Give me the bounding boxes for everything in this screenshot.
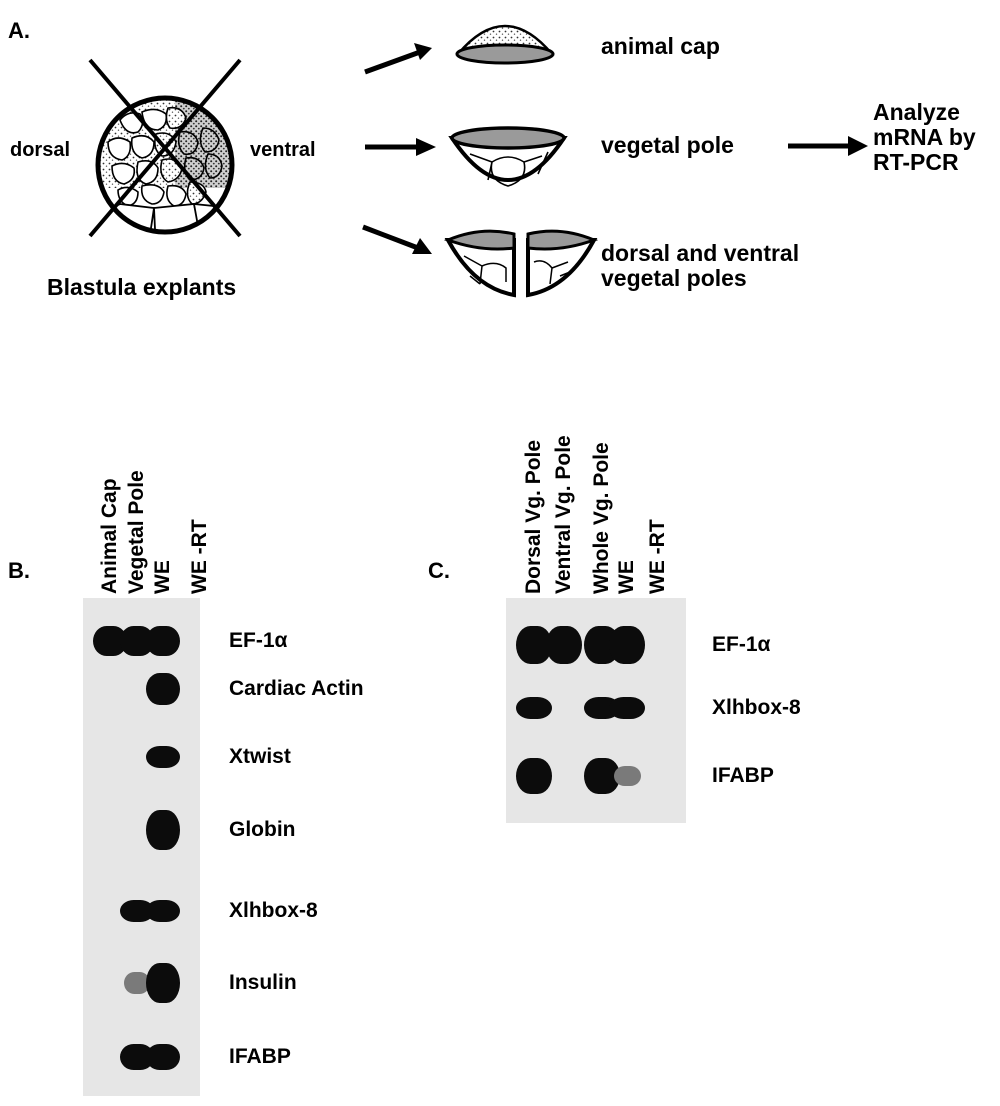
- b-gene-label-insulin: Insulin: [229, 971, 297, 994]
- arrow-to-dv-vegetal-poles: [362, 224, 432, 254]
- panel-c-letter: C.: [428, 558, 450, 583]
- vegetal-pole-label: vegetal pole: [601, 132, 734, 158]
- panel-a-letter: A.: [8, 18, 30, 43]
- b-lane-label-animal-cap: Animal Cap: [98, 478, 121, 594]
- c-lane-label-we-rt: WE -RT: [646, 519, 669, 594]
- c-band-ef-1-lane-2: [546, 626, 582, 664]
- c-lane-label-whole-vg-pole: Whole Vg. Pole: [590, 442, 613, 594]
- b-band-xlhbox-8-lane-3: [146, 900, 180, 922]
- c-gene-label-xlhbox-8: Xlhbox-8: [712, 696, 801, 719]
- ventral-vegetal-half-explant: [526, 229, 599, 298]
- b-band-ifabp-lane-3: [146, 1044, 180, 1070]
- c-gene-label-ef-1: EF-1α: [712, 633, 771, 656]
- b-gene-label-ifabp: IFABP: [229, 1045, 291, 1068]
- blastula-embryo: [88, 58, 242, 238]
- c-gene-label-ifabp: IFABP: [712, 764, 774, 787]
- c-lane-label-ventral-vg-pole: Ventral Vg. Pole: [552, 435, 575, 594]
- arrow-to-analysis: [788, 136, 868, 156]
- b-band-xlhbox-8-lane-2: [120, 900, 154, 922]
- blastula-caption: Blastula explants: [47, 274, 237, 300]
- b-lane-label-vegetal-pole: Vegetal Pole: [125, 470, 148, 594]
- c-band-xlhbox-8-lane-4: [609, 697, 645, 719]
- dorsal-vegetal-half-explant: [443, 229, 516, 298]
- dv-vegetal-label-line2: vegetal poles: [601, 265, 747, 291]
- b-gene-label-xlhbox-8: Xlhbox-8: [229, 899, 318, 922]
- b-gene-label-ef-1: EF-1α: [229, 629, 288, 652]
- b-band-ef-1-lane-3: [146, 626, 180, 656]
- vegetal-pole-explant: [448, 126, 568, 187]
- b-gene-label-cardiac-actin: Cardiac Actin: [229, 677, 364, 700]
- c-band-ef-1-lane-4: [609, 626, 645, 664]
- ventral-label: ventral: [250, 139, 316, 161]
- animal-cap-label: animal cap: [601, 33, 720, 59]
- c-band-xlhbox-8-lane-1: [516, 697, 552, 719]
- b-band-insulin-lane-2: [124, 972, 150, 994]
- b-band-cardiac-actin-lane-3: [146, 673, 180, 705]
- b-gene-label-xtwist: Xtwist: [229, 745, 291, 768]
- c-lane-label-we: WE: [615, 560, 638, 594]
- b-band-globin-lane-3: [146, 810, 180, 850]
- dv-vegetal-label-line1: dorsal and ventral: [601, 240, 800, 266]
- c-band-ifabp-lane-4: [613, 766, 641, 786]
- panel-b-letter: B.: [8, 558, 30, 583]
- analyze-line1: Analyze: [873, 99, 960, 125]
- b-lane-label-we-rt: WE -RT: [188, 519, 211, 594]
- b-band-xtwist-lane-3: [146, 746, 180, 768]
- analyze-line3: RT-PCR: [873, 149, 959, 175]
- b-lane-label-we: WE: [151, 560, 174, 594]
- c-band-ifabp-lane-1: [516, 758, 552, 794]
- panel-a-diagram: [88, 24, 868, 298]
- analyze-line2: mRNA by: [873, 124, 976, 150]
- arrow-to-vegetal-pole: [365, 138, 436, 156]
- c-lane-label-dorsal-vg-pole: Dorsal Vg. Pole: [522, 439, 545, 594]
- b-band-insulin-lane-3: [146, 963, 180, 1003]
- panel-b-gel: [83, 598, 200, 1096]
- dorsal-label: dorsal: [10, 139, 71, 161]
- arrow-to-animal-cap: [364, 43, 432, 75]
- b-gene-label-globin: Globin: [229, 818, 296, 841]
- animal-cap-explant: [455, 24, 555, 65]
